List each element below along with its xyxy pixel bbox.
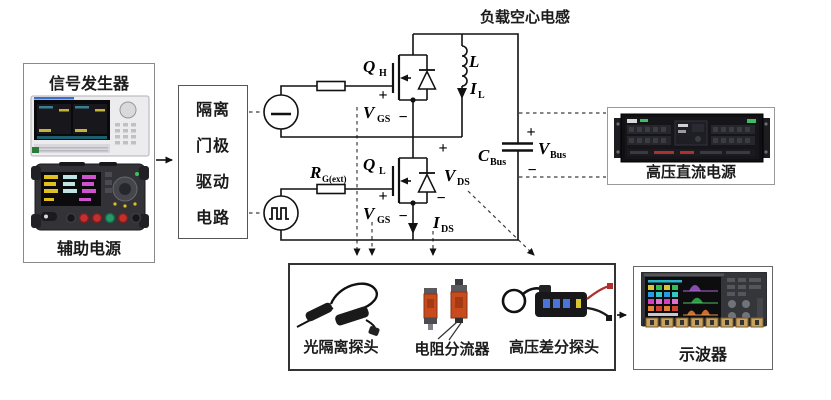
vgs-low-minus: − xyxy=(398,208,407,225)
gate-driver-box: 隔离 门极 驱动 电路 xyxy=(178,85,248,239)
signal-generator-image xyxy=(30,95,150,157)
shunt-resistor-label: 电阻分流器 xyxy=(414,341,490,358)
mosfet-ql-symbol xyxy=(391,157,437,206)
label-ql-sub: L xyxy=(379,166,386,177)
label-vds-sub: DS xyxy=(457,177,470,188)
auxiliary-power-image xyxy=(31,162,149,231)
label-il: I xyxy=(469,79,478,98)
oscilloscope-image xyxy=(641,272,767,328)
label-vgs-high-sub: GS xyxy=(377,114,391,125)
label-qh-sub: H xyxy=(379,68,387,79)
vbus-plus: + xyxy=(526,124,535,141)
label-ql: Q xyxy=(363,155,375,174)
hv-dc-supply-label: 高压直流电源 xyxy=(645,164,736,181)
oscilloscope-box: 示波器 xyxy=(633,266,773,370)
hv-dc-supply-box: 高压直流电源 xyxy=(607,107,775,185)
label-vds: V xyxy=(444,166,457,185)
label-qh: Q xyxy=(363,57,375,76)
label-ids-sub: DS xyxy=(441,224,454,235)
dc-source-symbol xyxy=(263,94,299,130)
driver-line-2: 门极 xyxy=(195,138,230,155)
optical-probe-label: 光隔离探头 xyxy=(303,339,379,356)
circuit-labels: Q H + V GS − L I L Q L R G(ext) + V GS −… xyxy=(309,52,566,235)
vds-plus: + xyxy=(438,140,447,157)
load-inductor-title: 负载空心电感 xyxy=(479,9,570,26)
auxiliary-power-label: 辅助电源 xyxy=(56,241,121,258)
label-l: L xyxy=(468,52,479,71)
hv-dc-supply-image xyxy=(614,113,770,163)
bus-capacitor-symbol xyxy=(502,142,533,152)
label-il-sub: L xyxy=(478,90,485,101)
label-vgs-high: V xyxy=(363,103,376,122)
driver-line-1: 隔离 xyxy=(195,102,230,119)
label-cbus-sub: Bus xyxy=(490,157,506,168)
vgs-high-minus: − xyxy=(398,109,407,126)
label-cbus: C xyxy=(478,146,490,165)
label-ids: I xyxy=(432,213,441,232)
vgs-high-plus: + xyxy=(378,87,387,104)
hv-diff-probe-label: 高压差分探头 xyxy=(508,339,599,356)
signal-generator-label: 信号发生器 xyxy=(48,76,129,93)
vgs-low-plus: + xyxy=(378,188,387,205)
ids-current-arrow xyxy=(408,223,418,234)
inductor-symbol xyxy=(457,34,468,137)
gate-resistor-rgext xyxy=(316,183,346,195)
label-vbus: V xyxy=(538,139,551,158)
label-vbus-sub: Bus xyxy=(550,150,566,161)
label-rg: R xyxy=(309,163,321,182)
mosfet-qh-symbol xyxy=(391,54,437,103)
signal-source-panel: 信号发生器 xyxy=(23,63,155,263)
pulse-source-symbol xyxy=(263,195,299,231)
label-rg-sub: G(ext) xyxy=(322,174,347,184)
il-current-arrow xyxy=(457,88,467,99)
gate-resistor-high xyxy=(316,80,346,92)
vbus-minus: − xyxy=(527,162,536,179)
dashed-links xyxy=(249,107,606,256)
vds-minus: − xyxy=(436,190,445,207)
circuit-wires xyxy=(280,33,519,241)
driver-line-4: 电路 xyxy=(195,210,230,227)
label-vgs-low: V xyxy=(363,204,376,223)
driver-line-3: 驱动 xyxy=(195,174,230,191)
label-vgs-low-sub: GS xyxy=(377,215,391,226)
oscilloscope-label: 示波器 xyxy=(678,347,727,364)
